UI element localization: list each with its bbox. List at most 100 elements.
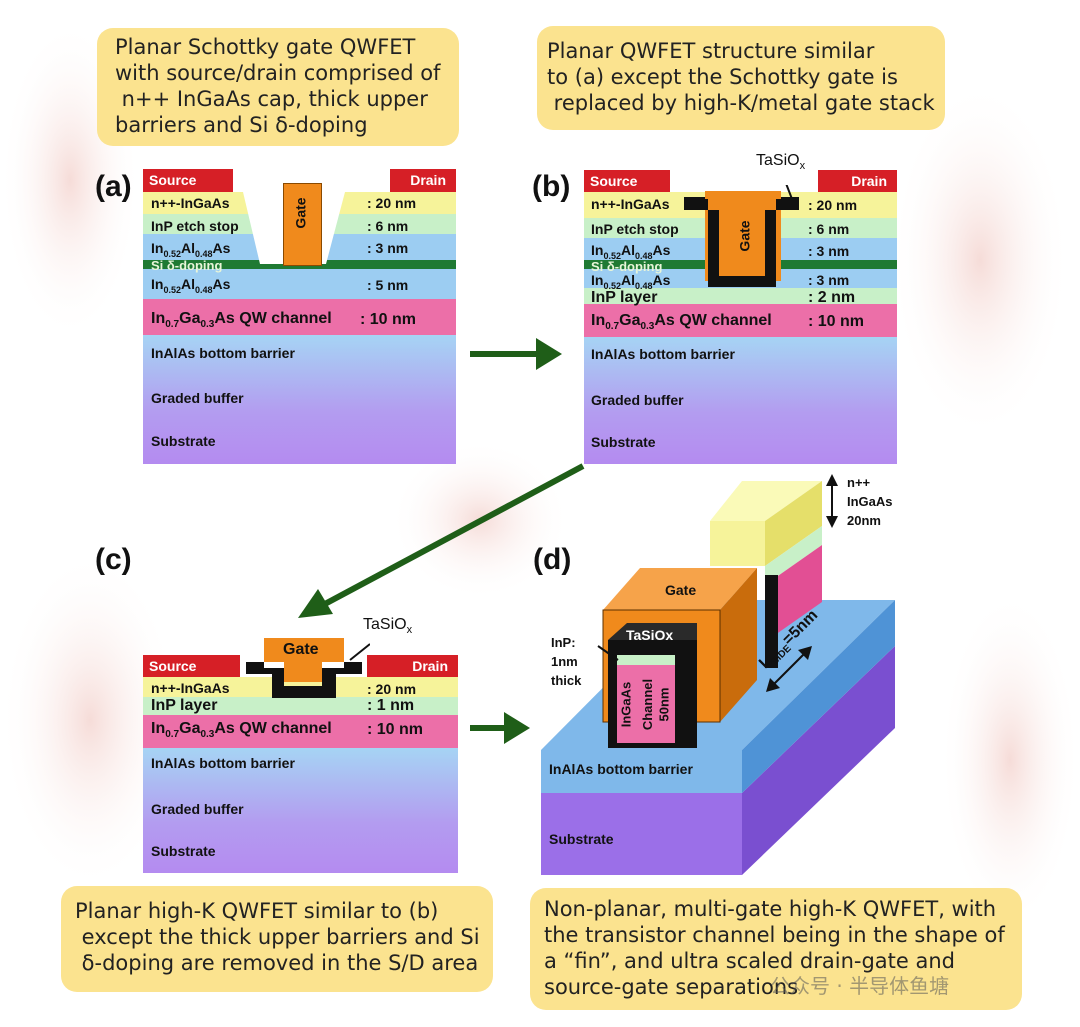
layer-name-c: InP layer bbox=[151, 697, 218, 714]
tasiox-liner-c bbox=[246, 656, 362, 698]
tasiox-c-sub: x bbox=[406, 624, 413, 637]
source-contact-b: Source bbox=[584, 170, 670, 192]
lside-dimension-head-b bbox=[798, 646, 812, 660]
channel-label-d: InGaAs bbox=[618, 681, 634, 728]
layer-bottom-buffer-substrate bbox=[143, 748, 458, 873]
note-b-line: replaced by high-K/metal gate stack bbox=[547, 91, 935, 115]
tasiox-label-b: TaSiOx bbox=[756, 152, 805, 172]
thickness-c: : 10 nm bbox=[367, 721, 424, 738]
tasiox-fill-b bbox=[708, 210, 719, 287]
thickness-b: : 3 nm bbox=[808, 272, 850, 288]
thickness-b: : 10 nm bbox=[808, 313, 865, 330]
cap-dimension-head-top bbox=[826, 474, 838, 486]
layer-name-c: n++-InGaAs bbox=[151, 680, 230, 696]
tasiox-pointer-c bbox=[349, 643, 370, 661]
tasiox-fill-b bbox=[776, 199, 799, 210]
thickness-a: : 10 nm bbox=[360, 311, 417, 328]
layer-inp bbox=[584, 288, 897, 304]
stack-b bbox=[584, 192, 897, 464]
note-d-line: Non-planar, multi-gate high-K QWFET, wit… bbox=[544, 897, 997, 921]
fin-front-top bbox=[608, 623, 697, 640]
fin-back-cap-side bbox=[765, 481, 822, 566]
layer-qw-channel bbox=[143, 715, 458, 748]
drain-contact-a: Drain bbox=[390, 169, 456, 192]
gate-d-label: Gate bbox=[665, 582, 697, 598]
note-a-line: with source/drain comprised of bbox=[115, 61, 441, 85]
layer-qw-channel bbox=[584, 304, 897, 337]
cap-label-d: InGaAs bbox=[847, 494, 893, 509]
panel-letter-d: (d) bbox=[533, 543, 572, 576]
thickness-a: : 20 nm bbox=[367, 195, 417, 211]
fin-back-cap-top bbox=[710, 481, 822, 521]
note-d-line: the transistor channel being in the shap… bbox=[544, 923, 1005, 947]
thickness-a: : 6 nm bbox=[367, 218, 409, 234]
layer-name-a: In0.52Al0.48As bbox=[151, 240, 231, 259]
channel-label-d: 50nm bbox=[656, 687, 672, 722]
substrate-label-d: Substrate bbox=[549, 831, 614, 847]
layer-name-a: Substrate bbox=[151, 433, 216, 449]
fin-back-cap-front bbox=[710, 521, 765, 566]
barrier-label-d: InAlAs bottom barrier bbox=[549, 761, 693, 777]
layer-qw-channel bbox=[143, 299, 456, 335]
fin-front-inp bbox=[617, 655, 675, 665]
arrow-c-to-d-head bbox=[504, 712, 530, 744]
panel-letter-c: (c) bbox=[95, 543, 132, 576]
thickness-a: : 5 nm bbox=[367, 277, 409, 293]
drain-contact-c: Drain bbox=[367, 655, 458, 677]
arrow-a-to-b-head bbox=[536, 338, 562, 370]
note-d-line: source-gate separations bbox=[544, 975, 799, 999]
layer-name-b: InP etch stop bbox=[591, 221, 679, 237]
tasiox-fill-b bbox=[765, 210, 776, 287]
fin-back-inp-side bbox=[765, 526, 822, 585]
layer-name-a: InP etch stop bbox=[151, 218, 239, 234]
layer-bottom-buffer-substrate bbox=[584, 337, 897, 464]
arrow-b-to-c-shaft bbox=[321, 463, 585, 608]
layer-name-b: InP layer bbox=[591, 289, 658, 306]
source-contact-a: Source bbox=[143, 169, 233, 192]
thickness-c: : 20 nm bbox=[367, 681, 417, 697]
gate-3d-side bbox=[720, 568, 757, 722]
barrier-side bbox=[742, 600, 895, 793]
layer-name-a: InAlAs bottom barrier bbox=[151, 345, 295, 361]
tasiox-pointer-b bbox=[785, 185, 793, 200]
note-d: Non-planar, multi-gate high-K QWFET, wit… bbox=[530, 888, 1022, 1010]
stack-c bbox=[143, 677, 458, 873]
thickness-b: : 2 nm bbox=[808, 289, 856, 306]
layer-name-b: In0.52Al0.48As bbox=[591, 272, 671, 291]
layer-name-c: Substrate bbox=[151, 843, 216, 859]
layer-inalas-lower bbox=[143, 269, 456, 299]
cap-label-d: 20nm bbox=[847, 513, 881, 528]
layer-name-a: Si δ-doping bbox=[151, 258, 223, 273]
lside-dimension-line bbox=[771, 651, 807, 687]
layer-name-a: In0.7Ga0.3As QW channel bbox=[151, 310, 332, 331]
inp-pointer bbox=[597, 645, 619, 661]
layer-name-a: Graded buffer bbox=[151, 390, 244, 406]
arrow-b-to-c bbox=[298, 463, 585, 618]
layer-name-a: In0.52Al0.48As bbox=[151, 276, 231, 295]
layer-name-b: In0.7Ga0.3As QW channel bbox=[591, 312, 772, 333]
gate-stack-b bbox=[684, 185, 799, 287]
note-a-line: barriers and Si δ-doping bbox=[115, 113, 368, 137]
gate-c bbox=[264, 638, 344, 682]
note-d-line: a “fin”, and ultra scaled drain-gate and bbox=[544, 949, 955, 973]
layer-name-a: n++-InGaAs bbox=[151, 195, 230, 211]
arrow-b-to-c-head bbox=[298, 589, 333, 618]
panel-letter-b: (b) bbox=[532, 170, 571, 203]
tasiox-fill-b bbox=[684, 199, 708, 210]
gate-b-core bbox=[719, 191, 765, 276]
substrate-front bbox=[541, 793, 742, 875]
gate-a bbox=[283, 183, 322, 266]
fin-back-channel-side bbox=[765, 545, 822, 642]
drain-contact-b: Drain bbox=[818, 170, 897, 192]
layer-inp bbox=[143, 697, 458, 715]
layer-name-b: In0.52Al0.48As bbox=[591, 242, 671, 261]
note-b-line: to (a) except the Schottky gate is bbox=[547, 65, 898, 89]
layer-name-b: InAlAs bottom barrier bbox=[591, 346, 735, 362]
note-c-line: except the thick upper barriers and Si bbox=[75, 925, 480, 949]
thickness-b: : 3 nm bbox=[808, 243, 850, 259]
note-c: Planar high-K QWFET similar to (b) excep… bbox=[61, 886, 493, 992]
barrier-front bbox=[541, 750, 742, 793]
